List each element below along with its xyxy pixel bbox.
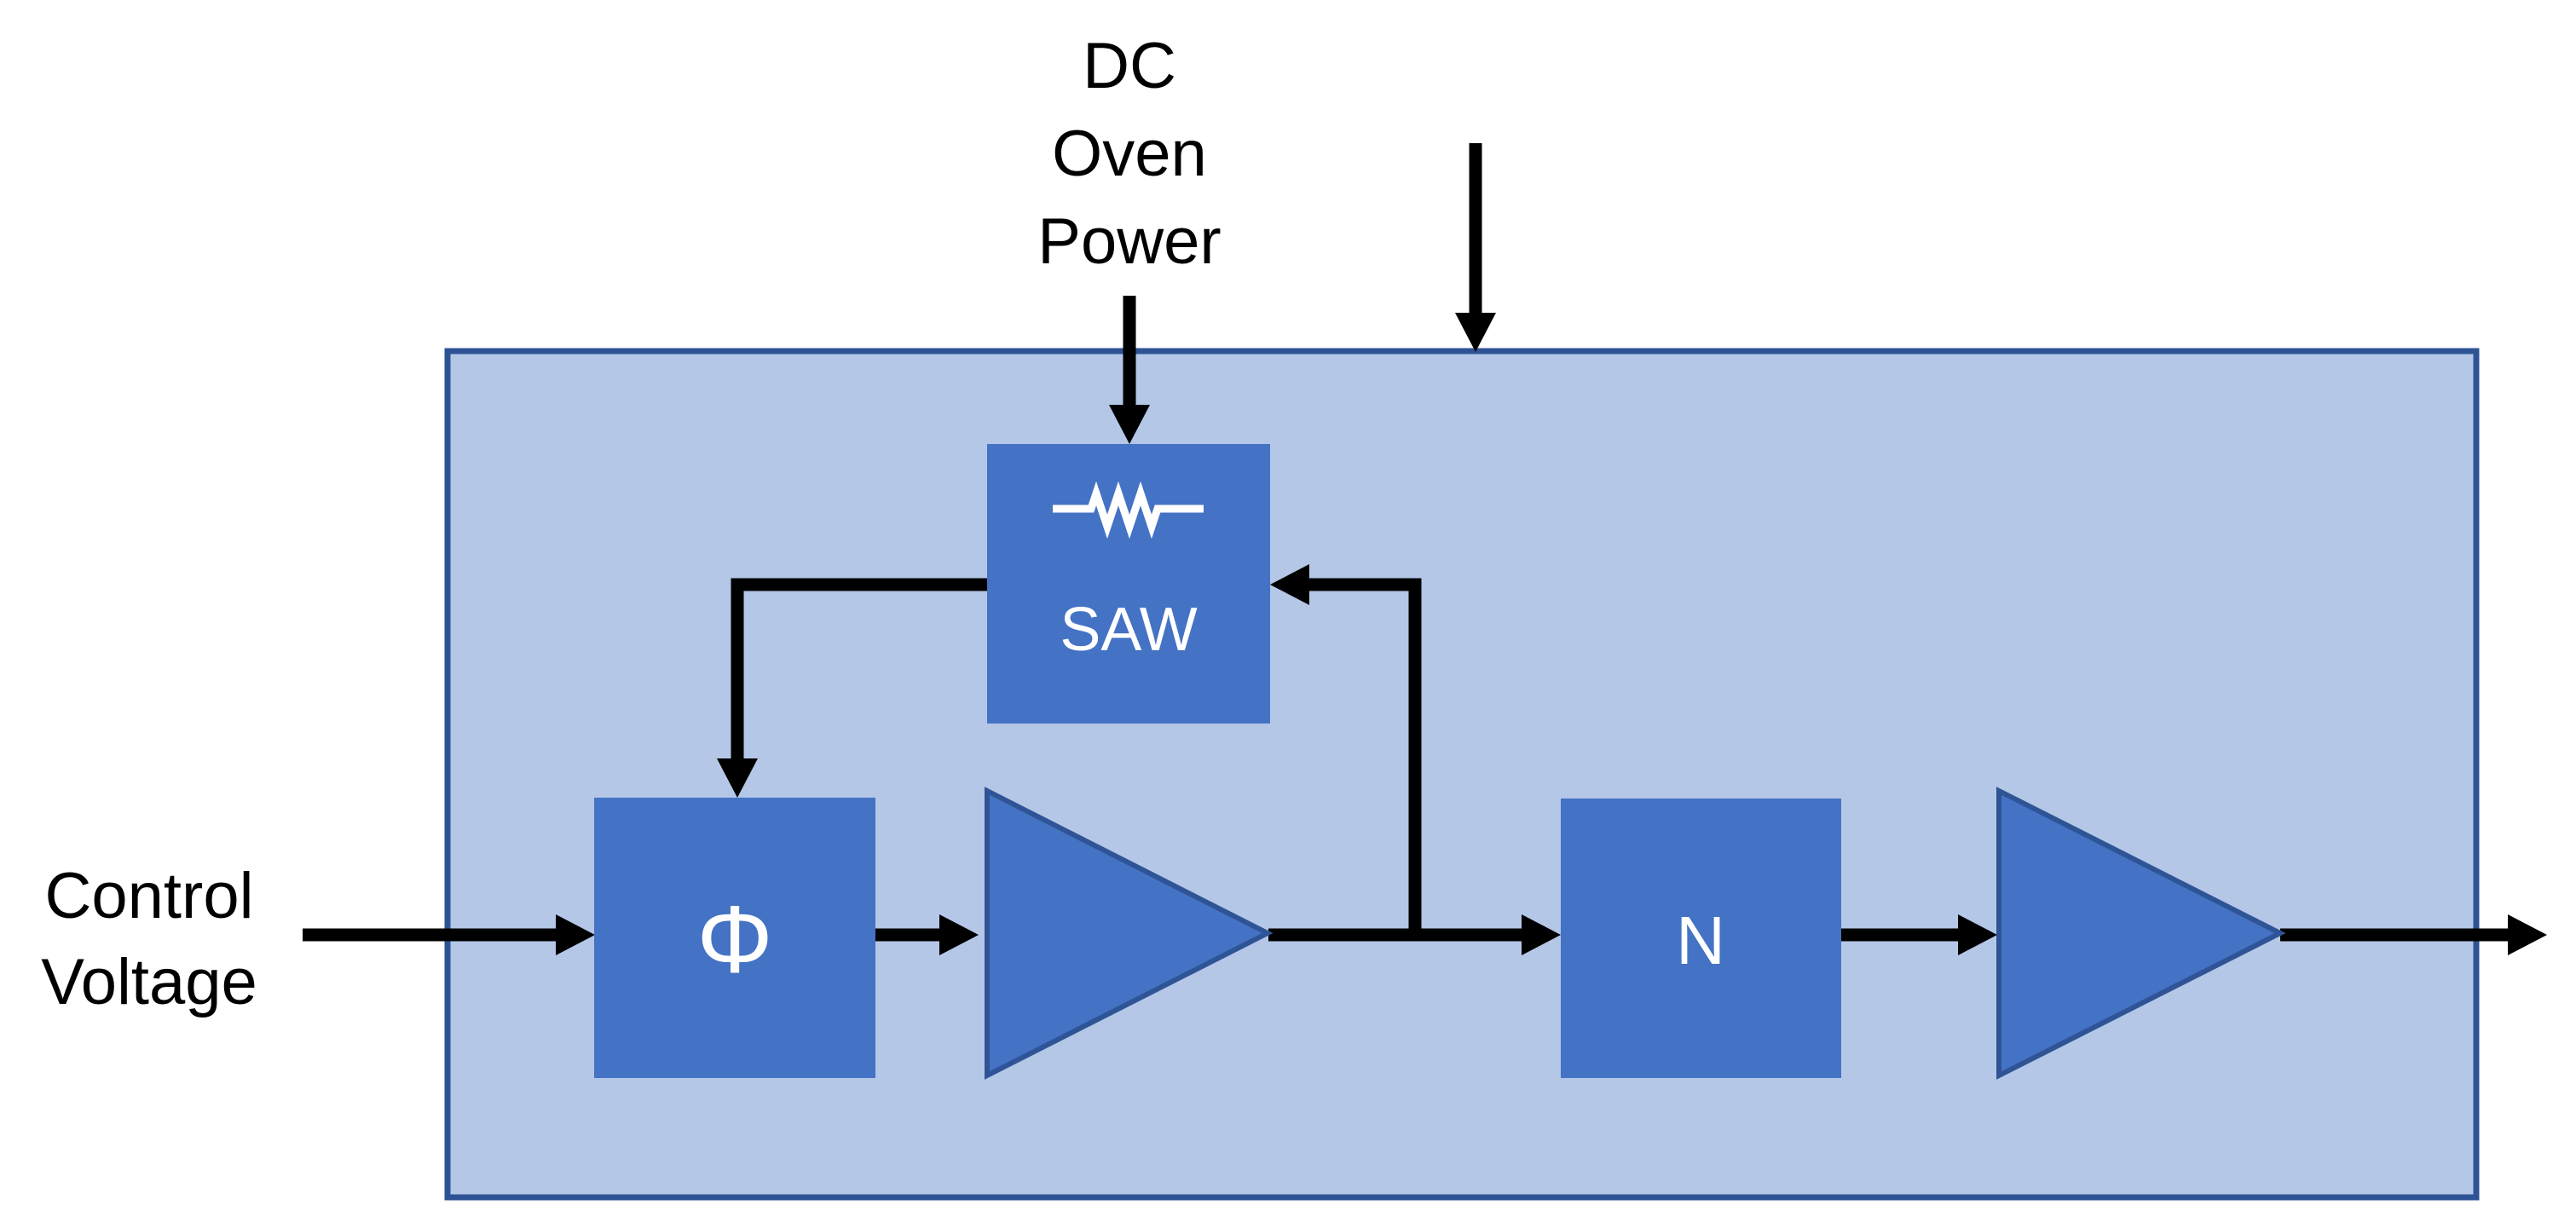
control-voltage-label-line1: Control: [45, 860, 254, 932]
amp1-to-divider-arrowhead-icon: [1522, 914, 1561, 955]
resistor-icon: [1053, 481, 1204, 539]
loop-to-saw-arrowhead-icon: [1270, 564, 1309, 605]
phase-detector-label: Φ: [696, 886, 772, 993]
saw-to-phase-arrowhead-icon: [717, 758, 758, 798]
saw-to-phase-feedback-line: [731, 578, 987, 758]
divider-to-amp2-arrowhead-icon: [1958, 914, 1997, 955]
control-voltage-arrowhead-icon: [556, 914, 595, 955]
dc-oven-power-label-line1: DC: [1083, 30, 1176, 102]
divider-block: [1561, 799, 1841, 1078]
saw-block: [987, 444, 1270, 724]
dc-oven-power-label-line2: Oven: [1052, 118, 1207, 190]
saw-block-label: SAW: [1060, 596, 1197, 664]
divider-label: N: [1676, 902, 1725, 978]
loop-to-saw-feedback-line: [1309, 578, 1422, 935]
arrows: [303, 143, 2547, 955]
output-arrowhead-icon: [2508, 914, 2547, 955]
amplifier-1-triangle-icon: [985, 787, 1274, 1080]
dc-oven-power-arrowhead-icon: [1109, 405, 1150, 444]
control-voltage-label-line2: Voltage: [41, 946, 257, 1018]
phase-detector-block: [594, 798, 875, 1078]
top-input-arrowhead-icon: [1455, 313, 1496, 352]
labels: DC Oven Power Control Voltage SAW Φ N: [41, 30, 1725, 1018]
dc-oven-power-label-line3: Power: [1037, 205, 1221, 278]
phase-to-amp1-arrowhead-icon: [939, 914, 979, 955]
amplifier-2-triangle-icon: [1996, 787, 2286, 1080]
